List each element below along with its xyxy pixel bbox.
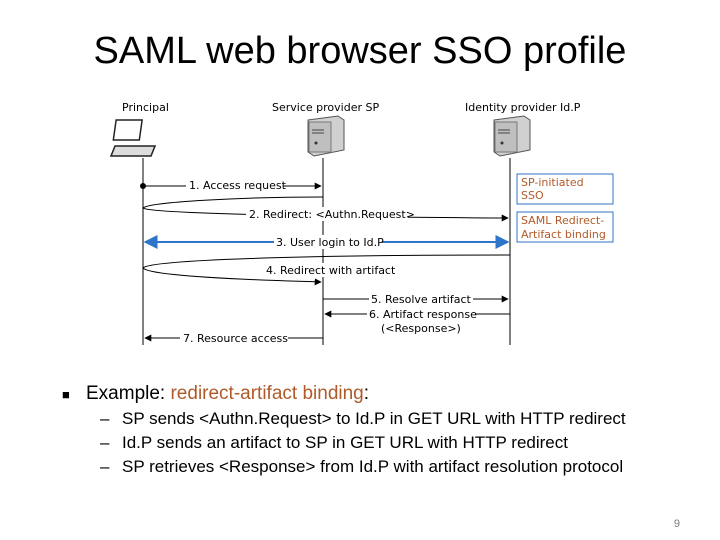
svg-text:SP-initiated: SP-initiated [521, 176, 584, 189]
sub-bullet: –SP sends <Authn.Request> to Id.P in GET… [100, 407, 712, 431]
message-6-label: 6. Artifact response [369, 308, 477, 321]
message-2-label: 2. Redirect: <Authn.Request> [249, 208, 415, 221]
message-6-sublabel: (<Response>) [381, 322, 461, 335]
redirect-artifact-binding-box: SAML Redirect- Artifact binding [516, 211, 614, 243]
main-bullet: ■ Example: redirect-artifact binding: [62, 382, 712, 407]
page-number: 9 [673, 518, 680, 530]
sub-bullet-text: Id.P sends an artifact to SP in GET URL … [122, 433, 568, 452]
svg-text:SSO: SSO [521, 189, 544, 202]
message-7-label: 7. Resource access [183, 332, 288, 345]
bullet-suffix: : [363, 383, 370, 404]
sub-bullet: –SP retrieves <Response> from Id.P with … [100, 455, 712, 479]
svg-text:Artifact binding: Artifact binding [521, 228, 606, 241]
bullet-list: ■ Example: redirect-artifact binding: –S… [62, 382, 712, 479]
sp-server-icon [307, 115, 345, 157]
bullet-highlight: redirect-artifact binding [170, 383, 364, 404]
message-5-label: 5. Resolve artifact [371, 293, 471, 306]
bullet-prefix: Example: [86, 383, 171, 404]
actor-idp-label: Identity provider Id.P [465, 101, 581, 114]
bullet-square-icon: ■ [62, 387, 70, 402]
sub-bullet-text: SP sends <Authn.Request> to Id.P in GET … [122, 409, 626, 428]
message-4-label: 4. Redirect with artifact [266, 264, 396, 277]
slide-title: SAML web browser SSO profile [93, 30, 627, 72]
sub-bullet: –Id.P sends an artifact to SP in GET URL… [100, 431, 712, 455]
svg-text:SAML Redirect-: SAML Redirect- [521, 214, 604, 227]
actor-sp-label: Service provider SP [272, 101, 379, 114]
message-3-label: 3. User login to Id.P [276, 236, 384, 249]
laptop-icon [109, 119, 157, 157]
idp-server-icon [493, 115, 531, 157]
sub-bullet-text: SP retrieves <Response> from Id.P with a… [122, 457, 624, 476]
message-1-label: 1. Access request [189, 179, 287, 192]
message-4-arrow [142, 254, 511, 286]
sp-initiated-box: SP-initiated SSO [516, 173, 614, 205]
actor-principal-label: Principal [122, 101, 169, 114]
